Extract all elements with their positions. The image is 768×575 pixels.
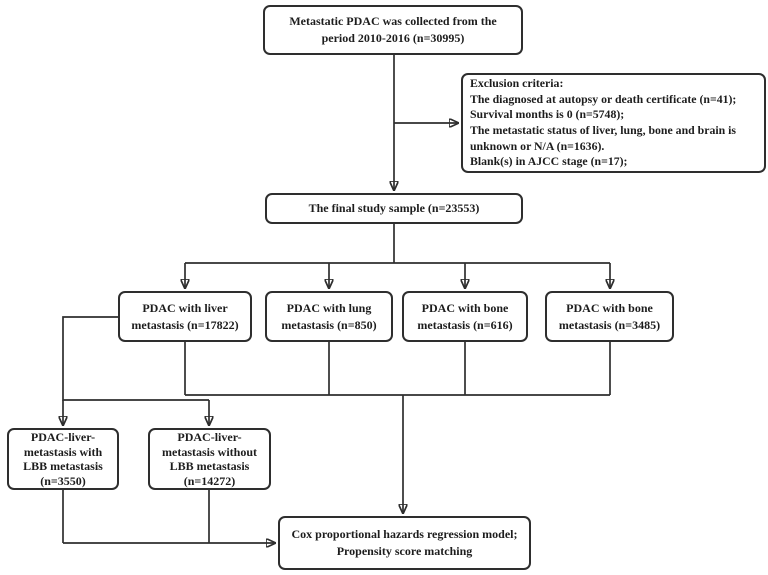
box-line: Propensity score matching xyxy=(336,544,473,558)
box-line: metastasis (n=616) xyxy=(417,317,513,332)
box-line: PDAC with liver xyxy=(142,300,228,315)
box-line: The final study sample (n=23553) xyxy=(308,201,480,215)
box-line: The diagnosed at autopsy or death certif… xyxy=(470,91,737,106)
box-analysis-methods: Cox proportional hazards regression mode… xyxy=(278,516,531,570)
box-line: PDAC with bone xyxy=(421,300,509,315)
box-bone-metastasis: PDAC with bone metastasis (n=616) xyxy=(402,291,528,342)
box-line: Exclusion criteria: xyxy=(470,76,564,91)
box-line: PDAC with bone xyxy=(566,300,653,315)
box-lung-metastasis: PDAC with lung metastasis (n=850) xyxy=(265,291,393,342)
box-line: PDAC-liver- xyxy=(177,430,242,444)
box-line: LBB metastasis xyxy=(23,459,103,473)
box-line: LBB metastasis xyxy=(169,459,250,473)
box-liver-with-lbb-metastasis: PDAC-liver- metastasis with LBB metastas… xyxy=(7,428,119,490)
box-line: (n=14272) xyxy=(183,473,236,488)
box-line: metastasis (n=850) xyxy=(281,317,377,332)
box-line: The metastatic status of liver, lung, bo… xyxy=(470,123,736,137)
box-line: metastasis (n=17822) xyxy=(131,317,239,332)
box-line: Cox proportional hazards regression mode… xyxy=(291,527,518,541)
box-bone-metastasis-2: PDAC with bone metastasis (n=3485) xyxy=(545,291,674,342)
connector-liver-left-branch xyxy=(62,316,209,401)
box-liver-metastasis: PDAC with liver metastasis (n=17822) xyxy=(118,291,252,342)
box-line: unknown or N/A (n=1636). xyxy=(470,138,605,153)
box-line: PDAC-liver- xyxy=(30,430,96,444)
box-line: (n=3550) xyxy=(40,473,86,488)
box-line: Survival months is 0 (n=5748); xyxy=(470,107,625,122)
box-liver-without-lbb-metastasis: PDAC-liver- metastasis without LBB metas… xyxy=(148,428,271,490)
box-line: metastasis with xyxy=(23,444,103,459)
box-line: metastasis without xyxy=(162,444,257,459)
box-exclusion-criteria: Exclusion criteria: The diagnosed at aut… xyxy=(461,73,766,173)
box-final-sample: The final study sample (n=23553) xyxy=(265,193,523,224)
box-line: PDAC with lung xyxy=(286,300,372,315)
box-collected-population: Metastatic PDAC was collected from the p… xyxy=(263,5,523,55)
box-line: Metastatic PDAC was collected from the xyxy=(289,14,497,28)
box-line: period 2010-2016 (n=30995) xyxy=(321,31,465,45)
box-line: Blank(s) in AJCC stage (n=17); xyxy=(470,154,628,169)
box-line: metastasis (n=3485) xyxy=(558,317,661,332)
